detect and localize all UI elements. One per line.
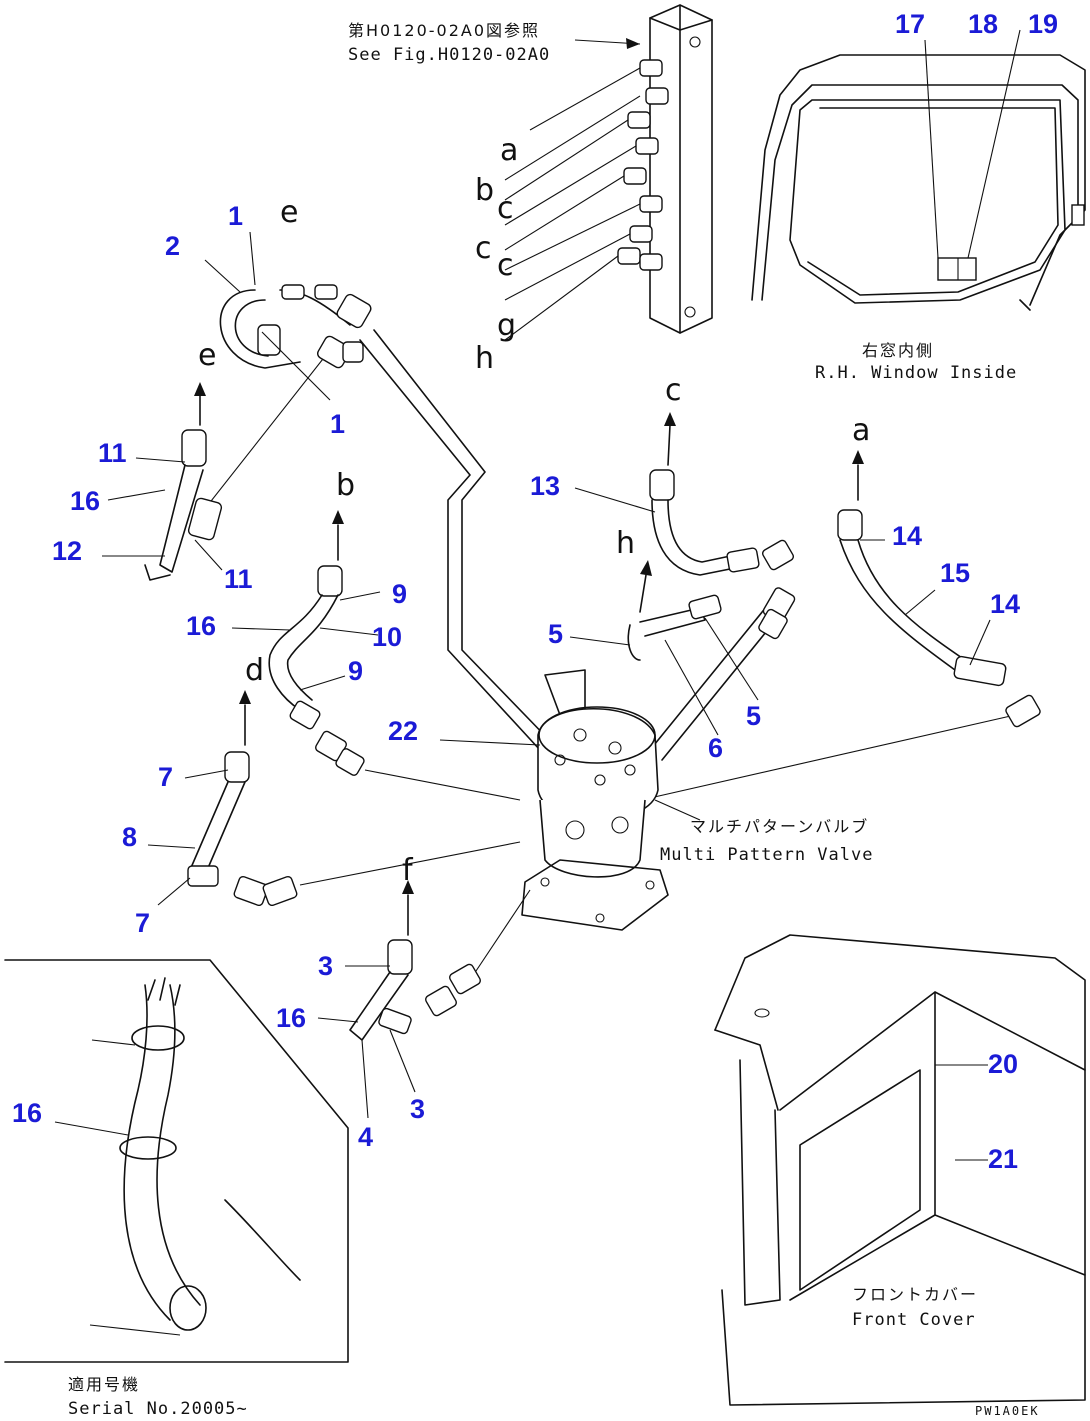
hose-13 bbox=[574, 412, 794, 576]
window-label-jp: 右窓内側 bbox=[862, 341, 934, 360]
callout-9-bottom: 9 bbox=[348, 656, 363, 686]
port-label-e-top: c bbox=[497, 248, 514, 283]
port-label-c: c bbox=[665, 373, 682, 408]
front-cover-label-en: Front Cover bbox=[852, 1310, 976, 1330]
port-label-b: b bbox=[336, 468, 355, 503]
port-label-f: f bbox=[402, 853, 414, 888]
manifold-fittings bbox=[617, 59, 669, 271]
callout-16-b: 16 bbox=[186, 611, 216, 641]
ref-label-jp: 第H0120-02A0図参照 bbox=[348, 21, 540, 40]
port-arrows bbox=[504, 38, 641, 341]
port-label-d: d bbox=[245, 653, 264, 688]
hose-5-6 bbox=[569, 560, 796, 736]
callout-15: 15 bbox=[940, 558, 970, 588]
hose-14-15 bbox=[837, 450, 1041, 728]
callout-19: 19 bbox=[1028, 9, 1058, 39]
front-cover-label-jp: フロントカバー bbox=[852, 1285, 978, 1304]
callout-20: 20 bbox=[988, 1049, 1018, 1079]
callout-16-d: 16 bbox=[12, 1098, 42, 1128]
cab-window-view bbox=[751, 29, 1086, 311]
port-label-c-top: c bbox=[497, 191, 514, 226]
hose-3-4 bbox=[317, 880, 481, 1119]
callout-7-bottom: 7 bbox=[135, 908, 150, 938]
callout-11-bottom: 11 bbox=[224, 564, 253, 594]
callout-22: 22 bbox=[388, 716, 418, 746]
serial-label-en: Serial No.20005~ bbox=[68, 1399, 248, 1419]
valve-label-en: Multi Pattern Valve bbox=[660, 845, 873, 865]
hose-11-12 bbox=[102, 382, 223, 581]
drawing-code: PW1A0EK bbox=[975, 1404, 1040, 1418]
callout-1-mid: 1 bbox=[330, 409, 345, 439]
serial-label-jp: 適用号機 bbox=[68, 1375, 140, 1394]
callout-16-a: 16 bbox=[70, 486, 100, 516]
callout-2: 2 bbox=[165, 231, 180, 261]
callout-7-top: 7 bbox=[158, 762, 173, 792]
callout-3-top: 3 bbox=[318, 951, 333, 981]
port-label-h: h bbox=[616, 526, 635, 561]
port-label-d-top: c bbox=[475, 231, 492, 266]
port-label-e-2: e bbox=[198, 338, 216, 373]
multi-pattern-valve bbox=[439, 669, 701, 931]
callout-18: 18 bbox=[968, 9, 998, 39]
callout-11-top: 11 bbox=[98, 438, 127, 468]
callout-1-top: 1 bbox=[228, 201, 243, 231]
callout-9-top: 9 bbox=[392, 579, 407, 609]
callout-5-right: 5 bbox=[746, 701, 761, 731]
window-label-en: R.H. Window Inside bbox=[815, 363, 1017, 383]
callout-12: 12 bbox=[52, 536, 82, 566]
port-label-e-1: e bbox=[280, 195, 298, 230]
callout-5-left: 5 bbox=[548, 619, 563, 649]
callout-4: 4 bbox=[358, 1122, 373, 1152]
ref-label-en: See Fig.H0120-02A0 bbox=[348, 45, 550, 65]
callout-17: 17 bbox=[895, 9, 925, 39]
callout-3-bottom: 3 bbox=[410, 1094, 425, 1124]
port-label-b-top: b bbox=[475, 173, 494, 208]
front-cover-view bbox=[714, 934, 1086, 1406]
callout-6: 6 bbox=[708, 733, 723, 763]
hose-9-10 bbox=[231, 510, 381, 776]
callout-8: 8 bbox=[122, 822, 137, 852]
hose-7-8 bbox=[147, 690, 298, 907]
callout-16-c: 16 bbox=[276, 1003, 306, 1033]
port-label-h-top: h bbox=[475, 341, 494, 376]
port-label-a: a bbox=[852, 413, 870, 448]
manifold-block: a b c c c g h bbox=[475, 4, 713, 376]
callout-10: 10 bbox=[372, 622, 402, 652]
callout-13: 13 bbox=[530, 471, 560, 501]
hose-assembly-top-left bbox=[204, 231, 372, 401]
port-label-a-top: a bbox=[500, 133, 518, 168]
callout-14-top: 14 bbox=[892, 521, 922, 551]
callout-14-bottom: 14 bbox=[990, 589, 1020, 619]
callout-21: 21 bbox=[988, 1144, 1018, 1174]
port-label-g-top: g bbox=[497, 308, 516, 343]
detail-inset bbox=[4, 959, 349, 1363]
valve-label-jp: マルチパターンバルブ bbox=[690, 817, 869, 836]
